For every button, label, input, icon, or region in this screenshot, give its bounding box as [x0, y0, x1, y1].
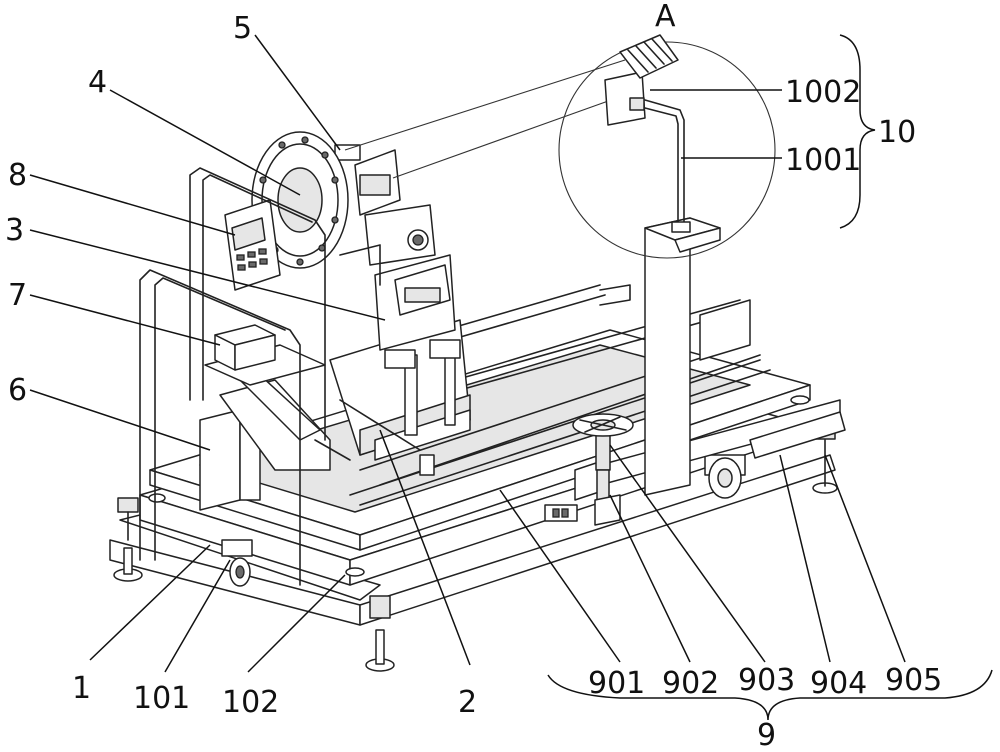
lamp-head-icon [604, 71, 691, 233]
label-901: 901 [588, 666, 645, 701]
brace-group-9 [547, 669, 993, 721]
label-101: 101 [133, 681, 190, 716]
label-detail-a: A [655, 0, 676, 34]
foot-right-front [365, 595, 395, 672]
caster-rear [704, 454, 746, 499]
label-1: 1 [72, 671, 91, 706]
label-3: 3 [5, 213, 24, 248]
control-panel [224, 199, 281, 291]
label-1002: 1002 [785, 75, 861, 110]
label-903: 903 [738, 663, 795, 698]
label-1001: 1001 [785, 143, 861, 178]
label-102: 102 [222, 685, 279, 720]
motor-head [251, 131, 436, 286]
slide-carriage [329, 254, 471, 476]
foot-left-front [113, 497, 143, 582]
caster-front [221, 539, 253, 587]
label-2: 2 [458, 685, 477, 720]
label-9: 9 [757, 718, 776, 752]
label-5: 5 [233, 11, 252, 46]
leveling-feet [113, 395, 838, 672]
label-904: 904 [810, 666, 867, 701]
label-4: 4 [88, 65, 107, 100]
control-box [204, 324, 326, 386]
label-10: 10 [878, 115, 916, 150]
label-902: 902 [662, 666, 719, 701]
caster-wheels [221, 454, 746, 587]
label-905: 905 [885, 663, 942, 698]
label-8: 8 [8, 158, 27, 193]
detail-view-a [344, 34, 776, 259]
brace-group-10 [839, 34, 876, 229]
reference-labels: 5 4 8 3 7 6 1 101 102 2 901 902 903 904 … [5, 0, 942, 752]
label-7: 7 [8, 278, 27, 313]
caster-side [544, 504, 578, 522]
handwheel-icon [572, 413, 634, 437]
push-handle [139, 167, 351, 586]
leader-lines [29, 34, 906, 673]
label-6: 6 [8, 373, 27, 408]
brush-head-icon [619, 34, 679, 79]
